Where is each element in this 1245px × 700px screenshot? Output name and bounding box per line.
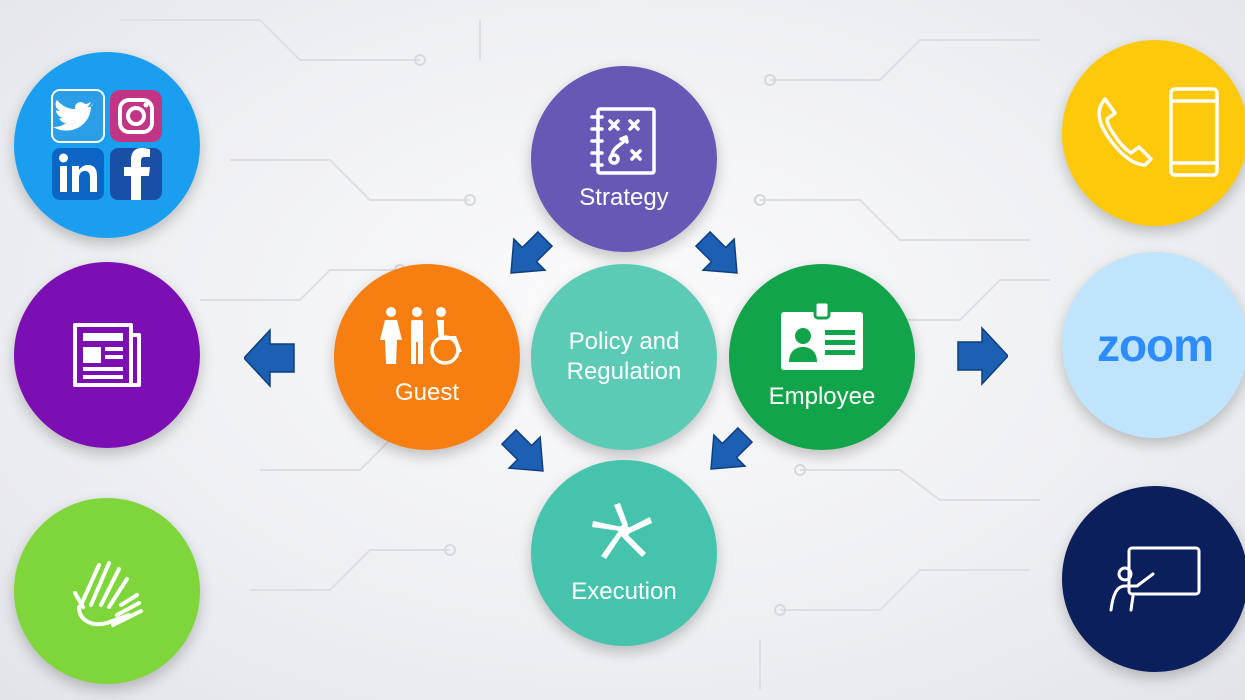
employee-node: Employee xyxy=(729,264,915,450)
arrow-right xyxy=(957,326,1008,386)
policy-regulation-node: Policy and Regulation xyxy=(531,264,717,450)
newspaper-node xyxy=(14,262,200,448)
arrow-employee-to-execution xyxy=(710,426,754,470)
presentation-node xyxy=(1062,486,1245,672)
arrow-left xyxy=(244,328,295,388)
presentation-board-icon xyxy=(1109,546,1201,612)
zoom-node: zoom xyxy=(1062,252,1245,438)
guest-node: Guest xyxy=(334,264,520,450)
sign-language-icon xyxy=(73,561,143,627)
zoom-logo: zoom xyxy=(1096,319,1214,371)
social-media-grid-icon xyxy=(51,89,162,200)
execution-node: Execution xyxy=(531,460,717,646)
newspaper-icon xyxy=(73,323,141,387)
hands-together-icon xyxy=(592,503,652,559)
policy-label-line1: Policy and xyxy=(568,328,680,355)
arrow-guest-to-execution xyxy=(500,428,544,472)
strategy-label: Strategy xyxy=(579,184,669,211)
arrow-strategy-to-guest xyxy=(510,230,554,274)
sign-language-node xyxy=(14,498,200,684)
policy-label-line2: Regulation xyxy=(566,358,682,385)
execution-label: Execution xyxy=(571,578,677,605)
strategy-board-icon xyxy=(590,107,656,175)
guest-people-icon xyxy=(380,307,462,365)
phone-devices-icon xyxy=(1097,87,1219,177)
social-media-node xyxy=(14,52,200,238)
employee-label: Employee xyxy=(768,383,876,410)
arrow-strategy-to-employee xyxy=(694,230,738,274)
phone-node xyxy=(1062,40,1245,226)
employee-badge-icon xyxy=(781,302,863,370)
guest-label: Guest xyxy=(394,379,460,406)
strategy-node: Strategy xyxy=(531,66,717,252)
